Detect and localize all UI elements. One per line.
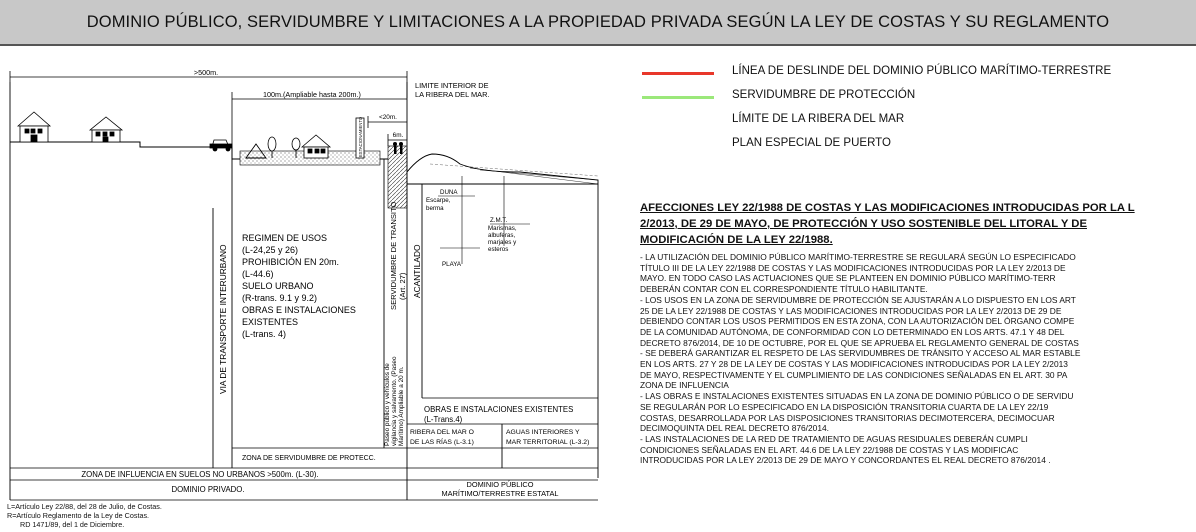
footnote-2: R=Artículo Reglamento de la Ley de Costa…: [7, 511, 150, 520]
estacionamiento-label: ESTACIONAMIENTO: [358, 116, 363, 157]
limite-interior-line1: LIMITE INTERIOR DE: [415, 81, 489, 90]
legend-label: LÍNEA DE DESLINDE DEL DOMINIO PÚBLICO MA…: [732, 65, 1112, 77]
zmt-sub3: marjales y: [488, 239, 517, 246]
obras-existentes-label: OBRAS E INSTALACIONES EXISTENTES: [424, 405, 573, 414]
afecciones-line: - LAS OBRAS E INSTALACIONES EXISTENTES S…: [640, 391, 1074, 402]
afecciones-line: SE REGULARÁN POR LO ESPECIFICADO EN LA D…: [640, 401, 1049, 412]
zmt-label: Z.M.T.: [490, 217, 507, 224]
zona-servidumbre-label: ZONA DE SERVIDUMBRE DE PROTECC.: [242, 455, 376, 462]
tree-icon: [267, 136, 301, 158]
afecciones-line: ZONA DE INFLUENCIA: [640, 380, 729, 391]
footnote-1: L=Artículo Ley 22/88, del 28 de Julio, d…: [7, 502, 162, 511]
afecciones-line: DECIMOQUINTA DEL REAL DECRETO 876/2014.: [640, 423, 829, 434]
duna-label: DUNA: [440, 189, 458, 196]
walker-icons: [393, 142, 403, 154]
svg-text:PROHIBICIÓN EN 20m.: PROHIBICIÓN EN 20m.: [242, 257, 339, 267]
legend-item-servidumbre: SERVIDUMBRE DE PROTECCIÓN: [634, 88, 1196, 108]
legend-label: LÍMITE DE LA RIBERA DEL MAR: [732, 113, 905, 125]
zona-influencia-label: ZONA DE INFLUENCIA EN SUELOS NO URBANOS …: [81, 470, 318, 479]
zmt-sub4: esteros: [488, 246, 508, 253]
paseo-line3: Marítimo) Ampliable a 20 m.: [398, 366, 405, 446]
acantilado-label: ACANTILADO: [412, 244, 422, 298]
afecciones-line: TÍTULO III DE LA LEY 22/1988 DE COSTAS Y…: [640, 262, 1066, 273]
afecciones-section: AFECCIONES LEY 22/1988 DE COSTAS Y LAS M…: [640, 200, 1196, 532]
playa-label: PLAYA: [442, 261, 462, 268]
afecciones-line: DE MAYO, RESPECTIVAMENTE Y EL CUMPLIMIEN…: [640, 369, 1068, 380]
footnote-3: RD 1471/89, del 1 de Diciembre.: [20, 520, 125, 529]
afecciones-line: DEBERÁN CONTAR CON EL CORRESPONDIENTE TÍ…: [640, 284, 928, 295]
duna-sub1: Escarpe,: [426, 197, 451, 204]
title-bar: DOMINIO PÚBLICO, SERVIDUMBRE Y LIMITACIO…: [0, 0, 1196, 46]
svg-text:(L-trans. 4): (L-trans. 4): [242, 329, 286, 339]
deslinde-line-swatch: [642, 72, 714, 75]
zone-table: [10, 423, 598, 501]
svg-text:REGIMEN DE USOS: REGIMEN DE USOS: [242, 233, 327, 243]
limite-interior-line2: LA RIBERA DEL MAR.: [415, 90, 489, 99]
page-title: DOMINIO PÚBLICO, SERVIDUMBRE Y LIMITACIO…: [86, 12, 1110, 31]
house-icon: [300, 134, 332, 159]
svg-text:SUELO URBANO: SUELO URBANO: [242, 281, 314, 291]
servidumbre-transito-art: (Art. 27): [398, 272, 407, 300]
svg-text:(L-24,25 y 26): (L-24,25 y 26): [242, 245, 298, 255]
afecciones-line: 25 DE LA LEY 22/1988 DE COSTAS Y LAS MOD…: [640, 305, 1062, 316]
ribera-rias-line2: DE LAS RÍAS (L-3.1): [410, 437, 474, 446]
zone-dividers: [9, 82, 599, 500]
afecciones-line: DE LA COMUNIDAD AUTÓNOMA, DE CONFORMIDAD…: [640, 326, 1065, 337]
afecciones-line: DEBIENDO CONTAR LOS USOS PERMITIDOS EN E…: [640, 316, 1075, 327]
svg-text:(R-trans. 9.1 y 9.2): (R-trans. 9.1 y 9.2): [242, 293, 317, 303]
dominio-publico-line1: DOMINIO PÚBLICO: [467, 480, 534, 489]
zmt-sub2: albuferas,: [488, 232, 515, 239]
afecciones-line: - LA UTILIZACIÓN DEL DOMINIO PÚBLICO MAR…: [640, 252, 1076, 262]
dim-100-label: 100m.(Ampliable hasta 200m.): [263, 90, 361, 99]
afecciones-line: - LOS USOS EN LA ZONA DE SERVIDUMBRE DE …: [640, 294, 1076, 305]
paseo-line2: vigilancia y salvamento. (Paseo: [391, 356, 398, 446]
afecciones-line: INTRODUCIDAS POR LA LEY 2/2013 DE 29 DE …: [640, 455, 1051, 466]
ground-profile: [10, 141, 599, 209]
estacionamiento-sign: [355, 117, 365, 159]
afecciones-body: - LA UTILIZACIÓN DEL DOMINIO PÚBLICO MAR…: [640, 252, 1196, 466]
svg-text:EXISTENTES: EXISTENTES: [242, 317, 298, 327]
zmt-sub1: Marismas,: [488, 225, 517, 232]
afecciones-line: - LAS INSTALACIONES DE LA RED DE TRATAMI…: [640, 433, 1028, 444]
dim-500-label: >500m.: [194, 68, 218, 77]
aguas-interiores-line1: AGUAS INTERIORES Y: [506, 429, 580, 436]
servidumbre-line-swatch: [642, 96, 714, 99]
dim-6-label: 6m.: [393, 132, 404, 139]
legend-item-deslinde: LÍNEA DE DESLINDE DEL DOMINIO PÚBLICO MA…: [634, 64, 1196, 84]
car-icon: [209, 139, 233, 152]
afecciones-line: CONDICIONES SEÑALADAS EN EL ART. 44.6 DE…: [640, 444, 1019, 455]
dimension-lines: [9, 71, 408, 158]
legend-label: SERVIDUMBRE DE PROTECCIÓN: [732, 89, 916, 101]
afecciones-line: COSTAS, DESARROLLADA POR LAS DISPOSICION…: [640, 412, 1055, 423]
afecciones-line: DECRETO 876/2014, DE 10 DE OCTUBRE, POR …: [640, 337, 1079, 348]
svg-text:OBRAS E INSTALACIONES: OBRAS E INSTALACIONES: [242, 305, 356, 315]
afecciones-line: - SE DEBERÁ GARANTIZAR EL RESPETO DE LAS…: [640, 348, 1081, 359]
afecciones-line: MAYO. EN TODO CASO LAS ACTUACIONES QUE S…: [640, 273, 1056, 284]
regimen-usos-text: REGIMEN DE USOS (L-24,25 y 26) PROHIBICI…: [242, 233, 356, 339]
duna-sub2: berma: [426, 205, 444, 212]
servidumbre-transito-label: SERVIDUMBRE DE TRANSITO: [389, 201, 398, 310]
tent-icon: [245, 143, 267, 159]
via-transporte-label: VIA DE TRANSPORTE INTERURBANO: [218, 244, 228, 394]
ribera-rias-line1: RIBERA DEL MAR O: [410, 429, 474, 436]
dim-20-label: <20m.: [379, 114, 397, 121]
afecciones-line: EN LOS ARTS. 27 Y 28 DE LA LEY DE COSTAS…: [640, 359, 1068, 370]
dominio-privado-label: DOMINIO PRIVADO.: [171, 485, 244, 494]
dominio-publico-line2: MARÍTIMO/TERRESTRE ESTATAL: [441, 489, 558, 498]
cross-section-diagram: >500m. 100m.(Ampliable hasta 200m.) <20m…: [9, 68, 599, 501]
paseo-line1: Paseo público y vehículos de: [384, 363, 391, 446]
afecciones-title-1: AFECCIONES LEY 22/1988 DE COSTAS Y LAS M…: [640, 202, 1135, 214]
afecciones-title-2: 2/2013, DE 29 DE MAYO, DE PROTECCIÓN Y U…: [640, 218, 1087, 230]
obras-existentes-ref: (L-Trans.4): [424, 415, 463, 424]
house-icon: [88, 116, 124, 143]
svg-text:(L-44.6): (L-44.6): [242, 269, 274, 279]
afecciones-title-3: MODIFICACIÓN DE LA LEY 22/1988.: [640, 234, 833, 246]
legend-item-ribera: LÍMITE DE LA RIBERA DEL MAR: [634, 112, 1196, 132]
legend-item-puerto: PLAN ESPECIAL DE PUERTO: [634, 136, 1196, 156]
aguas-interiores-line2: MAR TERRITORIAL (L-3.2): [506, 439, 589, 446]
legend-label: PLAN ESPECIAL DE PUERTO: [732, 137, 891, 149]
house-icon: [16, 111, 52, 143]
